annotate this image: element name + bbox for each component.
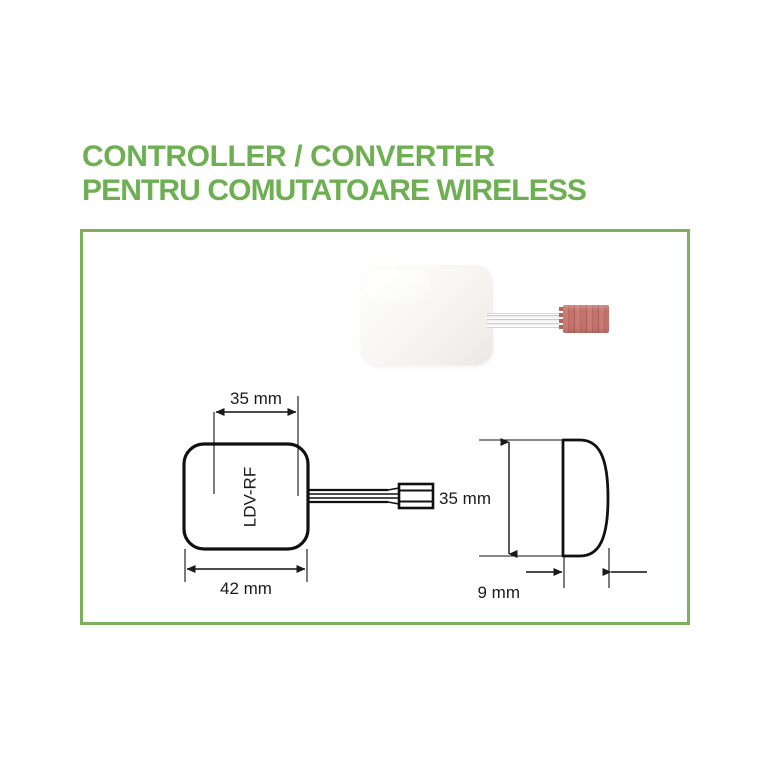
top-view-connector bbox=[397, 482, 435, 510]
drawing-top-view: LDV-RF 35 mm bbox=[182, 389, 435, 598]
product-ribbon-cable bbox=[487, 313, 567, 328]
drawing-side-view: 35 mm 9 mm bbox=[439, 438, 647, 602]
dimension-side-view-thickness-label: 9 mm bbox=[478, 583, 521, 602]
side-view-profile-outline bbox=[561, 438, 610, 558]
dimension-top-view-width: 42 mm bbox=[184, 549, 308, 598]
technical-drawings: LDV-RF 35 mm bbox=[182, 389, 647, 602]
page-title-line-1: CONTROLLER / CONVERTER bbox=[82, 140, 495, 173]
page-title: CONTROLLER / CONVERTER PENTRU COMUTATOAR… bbox=[82, 140, 682, 208]
dimension-side-view-thickness: 9 mm bbox=[478, 548, 647, 602]
product-photo bbox=[279, 257, 639, 377]
top-view-ribbon-cable bbox=[308, 487, 400, 505]
dimension-top-view-width-label: 42 mm bbox=[220, 579, 272, 598]
spec-panel: LDV-RF 35 mm bbox=[80, 229, 690, 625]
dimension-side-view-height: 35 mm bbox=[439, 438, 567, 558]
product-connector bbox=[563, 305, 609, 333]
top-view-part-label: LDV-RF bbox=[240, 467, 259, 527]
page-title-line-2: PENTRU COMUTATOARE WIRELESS bbox=[82, 174, 587, 207]
product-module-body bbox=[361, 265, 493, 365]
product-connector-tabs bbox=[559, 307, 565, 331]
dimension-side-view-height-label: 35 mm bbox=[439, 489, 491, 508]
dimension-top-view-depth-label: 35 mm bbox=[230, 389, 282, 408]
dimension-top-view-depth: 35 mm bbox=[213, 389, 299, 496]
top-view-body-outline bbox=[182, 442, 310, 551]
